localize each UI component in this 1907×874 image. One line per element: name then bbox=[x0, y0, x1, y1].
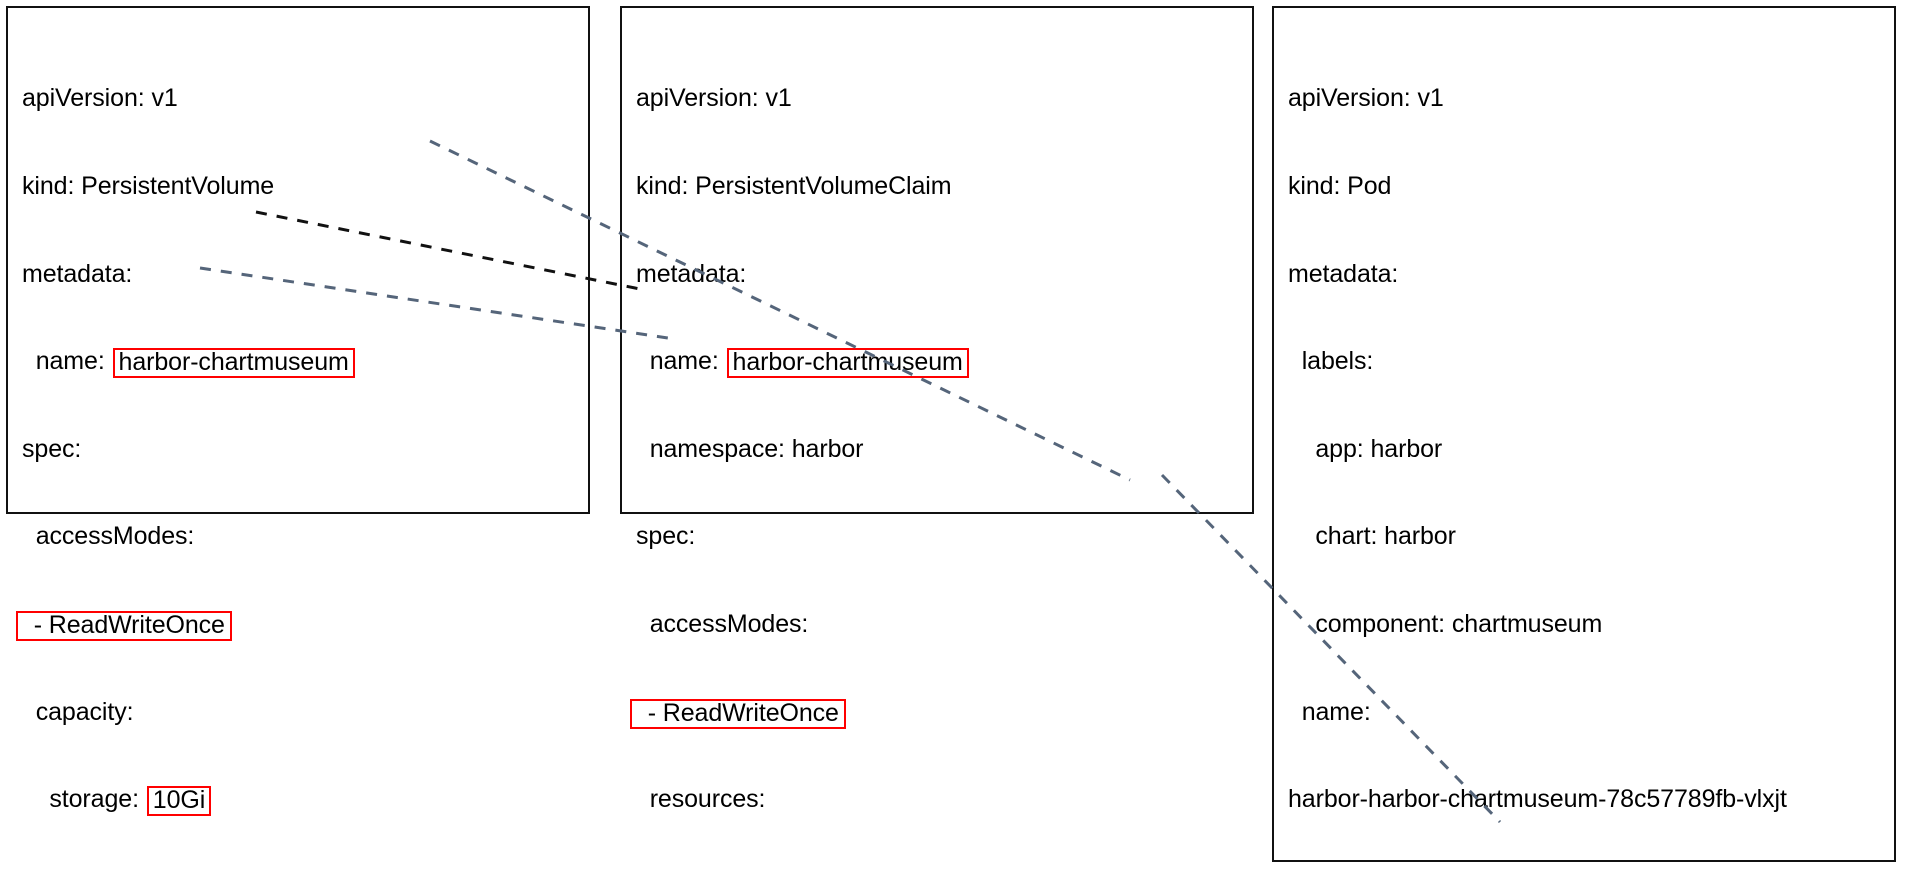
yaml-line: apiVersion: v1 bbox=[1288, 84, 1444, 113]
yaml-line: capacity: bbox=[22, 697, 134, 726]
yaml-line: labels: bbox=[1288, 347, 1374, 376]
yaml-line-access-modes: - ReadWriteOnce bbox=[16, 610, 574, 641]
yaml-line: kind: PersistentVolume bbox=[22, 172, 275, 200]
yaml-key: name: bbox=[22, 347, 112, 376]
yaml-line: namespace: harbor bbox=[1288, 873, 1880, 874]
yaml-line: name: bbox=[1288, 697, 1371, 726]
pod-box: apiVersion: v1 kind: Pod metadata: label… bbox=[1272, 6, 1896, 874]
yaml-line: chart: harbor bbox=[1288, 522, 1456, 551]
yaml-key: storage: bbox=[22, 785, 146, 814]
yaml-line-storage: storage: 10Gi bbox=[22, 785, 574, 817]
highlight-pv-access-mode: - ReadWriteOnce bbox=[16, 610, 232, 641]
yaml-line: apiVersion: v1 bbox=[636, 84, 792, 113]
yaml-line: apiVersion: v1 bbox=[22, 84, 178, 113]
persistent-volume-claim-yaml: apiVersion: v1 kind: PersistentVolumeCla… bbox=[630, 26, 1238, 874]
yaml-line-metadata-name: name: harbor-chartmuseum bbox=[636, 347, 1238, 379]
yaml-line: metadata: bbox=[1288, 259, 1399, 288]
persistent-volume-claim-box: apiVersion: v1 kind: PersistentVolumeCla… bbox=[620, 6, 1254, 874]
yaml-line-pod-name: harbor-harbor-chartmuseum-78c57789fb-vlx… bbox=[1288, 785, 1787, 814]
highlight-pvc-access-mode: - ReadWriteOnce bbox=[630, 698, 846, 729]
highlight-pv-storage: 10Gi bbox=[146, 786, 212, 817]
yaml-line: kind: Pod bbox=[1288, 172, 1392, 200]
persistent-volume-box: apiVersion: v1 kind: PersistentVolume me… bbox=[6, 6, 590, 874]
highlight-pv-name: harbor-chartmuseum bbox=[112, 348, 355, 379]
yaml-line: app: harbor bbox=[1288, 434, 1443, 463]
yaml-line: kind: PersistentVolumeClaim bbox=[636, 172, 952, 200]
yaml-line: metadata: bbox=[636, 259, 747, 288]
yaml-line: accessModes: bbox=[636, 609, 809, 638]
yaml-line: spec: bbox=[22, 434, 82, 463]
yaml-line: accessModes: bbox=[22, 522, 195, 551]
yaml-line: resources: bbox=[636, 785, 766, 814]
yaml-line: component: chartmuseum bbox=[1288, 609, 1603, 638]
yaml-line: spec: bbox=[636, 522, 696, 551]
highlight-pvc-name: harbor-chartmuseum bbox=[726, 348, 969, 379]
yaml-key: name: bbox=[636, 347, 726, 376]
pod-yaml: apiVersion: v1 kind: Pod metadata: label… bbox=[1288, 26, 1880, 874]
yaml-line-access-modes: - ReadWriteOnce bbox=[630, 698, 1238, 729]
yaml-line: namespace: harbor bbox=[636, 434, 864, 463]
yaml-line: metadata: bbox=[22, 259, 133, 288]
yaml-line: requests: bbox=[636, 873, 1238, 874]
yaml-line-metadata-name: name: harbor-chartmuseum bbox=[22, 347, 574, 379]
persistent-volume-yaml: apiVersion: v1 kind: PersistentVolume me… bbox=[16, 26, 574, 874]
yaml-line: hostPath: bbox=[22, 873, 574, 874]
